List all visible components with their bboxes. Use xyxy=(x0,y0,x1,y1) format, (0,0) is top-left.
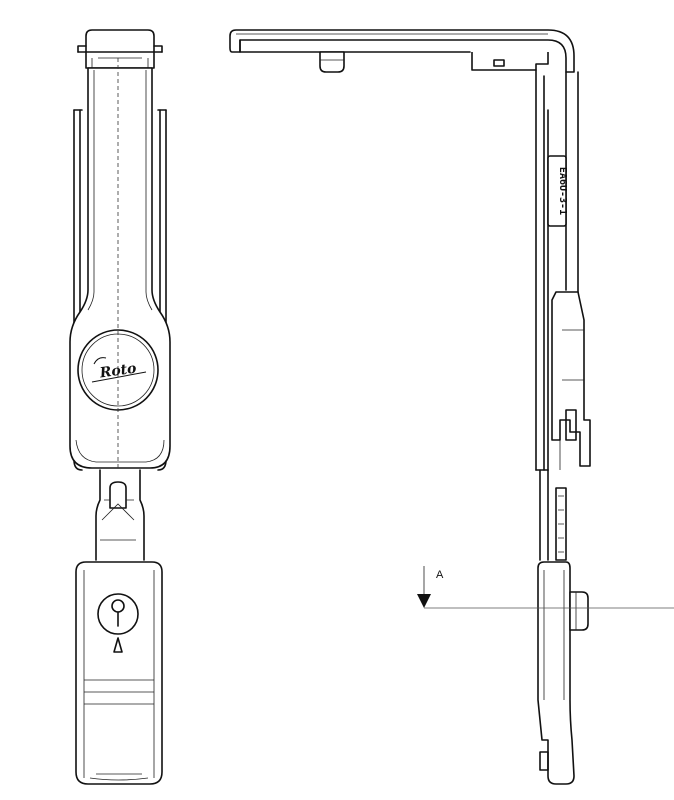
mid-mechanism xyxy=(551,291,591,467)
handle-top-cap xyxy=(77,29,163,69)
lower-rail xyxy=(535,469,567,561)
front-view: Roto xyxy=(69,29,171,785)
lock-marker xyxy=(113,637,123,653)
section-bolt xyxy=(569,591,589,631)
key-cylinder xyxy=(97,593,139,635)
brand-logo: Roto xyxy=(91,357,147,383)
section-label: A xyxy=(436,569,444,581)
corner-bracket xyxy=(471,52,549,71)
lower-body xyxy=(537,561,575,785)
handle-neck xyxy=(95,469,145,561)
part-stamp: EA6U-3-1 xyxy=(547,155,568,227)
section-arrow-icon xyxy=(417,594,431,608)
svg-text:Roto: Roto xyxy=(98,361,138,382)
part-stamp-text: EA6U-3-1 xyxy=(557,167,568,215)
side-view: EA6U-3-1 xyxy=(229,29,591,785)
top-bar xyxy=(229,29,575,73)
section-marker: A xyxy=(417,566,674,609)
top-bolt xyxy=(319,51,345,73)
